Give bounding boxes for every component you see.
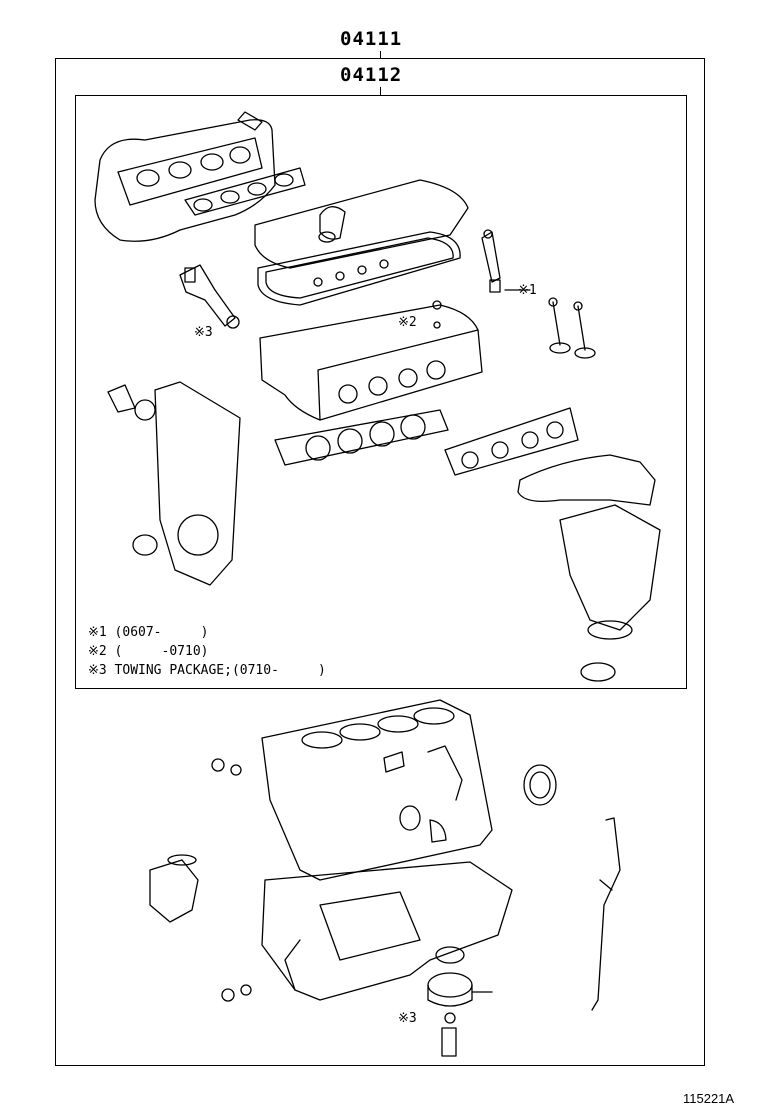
exhaust-manifold-illustration	[517, 454, 661, 682]
oil-pan-illustration	[261, 861, 513, 1001]
callout-marker: ※3	[194, 325, 213, 340]
applicability-note: ※2 ( -0710)	[88, 644, 209, 659]
water-pump-illustration	[149, 854, 199, 923]
cylinder-head-illustration	[259, 300, 483, 421]
applicability-note: ※3 TOWING PACKAGE;(0710- )	[88, 663, 326, 678]
cylinder-block-illustration	[261, 699, 493, 881]
valve-illustration	[548, 297, 596, 359]
part-number-sub-kit: 04112	[340, 64, 403, 86]
oil-level-gauge-illustration	[591, 817, 621, 1011]
intake-gasket-illustration	[184, 167, 306, 216]
leader-line	[380, 51, 381, 59]
intake-manifold-illustration	[94, 111, 276, 242]
seal-illustration	[211, 758, 557, 1002]
part-number-gasket-kit: 04111	[340, 28, 403, 50]
inner-kit-frame	[75, 95, 687, 689]
figure-id: 115221A	[683, 1091, 735, 1106]
callout-marker: ※3	[398, 1011, 417, 1026]
injector-illustration	[481, 229, 531, 293]
outer-kit-frame	[55, 58, 705, 1066]
timing-cover-illustration	[107, 381, 241, 586]
leader-line	[380, 87, 381, 95]
callout-marker: ※1	[518, 283, 537, 298]
callout-marker: ※2	[398, 315, 417, 330]
exhaust-gasket-illustration	[444, 407, 579, 476]
oil-control-valve-illustration	[179, 264, 240, 329]
head-gasket-illustration	[274, 409, 449, 466]
oil-cooler-illustration	[427, 972, 493, 1057]
head-cover-illustration	[254, 179, 469, 269]
applicability-note: ※1 (0607- )	[88, 625, 209, 640]
cover-gasket-illustration	[257, 231, 461, 306]
